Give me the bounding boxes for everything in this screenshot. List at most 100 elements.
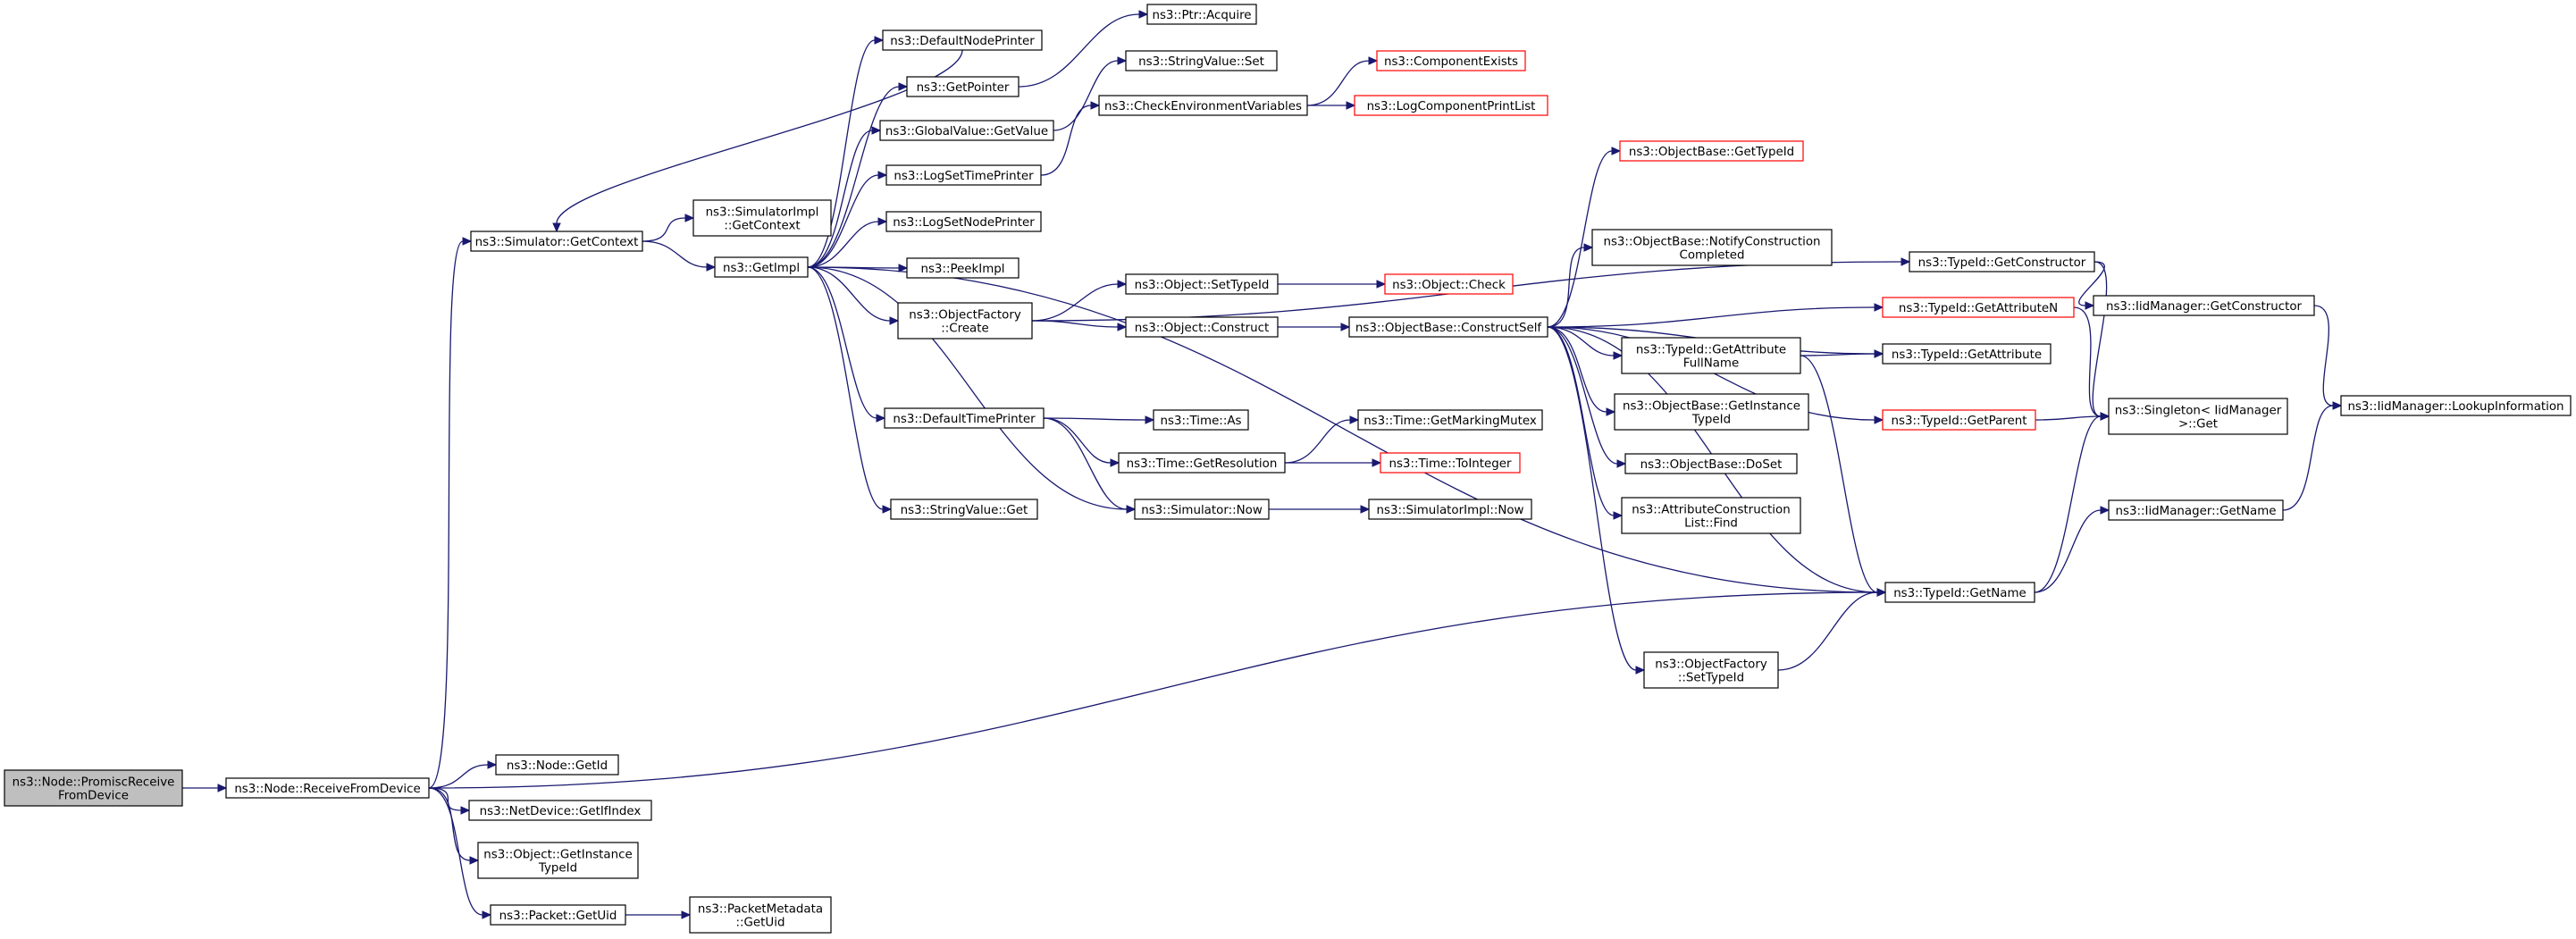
graph-node-box — [885, 164, 1042, 186]
edge-line — [2313, 305, 2334, 407]
edge-line — [428, 787, 462, 811]
graph-node-iidctor[interactable]: ns3::IidManager::GetConstructor — [2093, 295, 2315, 316]
graph-edge-tidparent-to-singleton — [2035, 412, 2110, 421]
graph-node-singleton[interactable]: ns3::Singleton< IidManager>::Get — [2108, 398, 2288, 435]
graph-node-ptracq[interactable]: ns3::Ptr::Acquire — [1146, 4, 1257, 25]
edge-line — [2092, 261, 2108, 417]
graph-node-svset[interactable]: ns3::StringValue::Set — [1125, 50, 1278, 71]
graph-node-ofcreate[interactable]: ns3::ObjectFactory::Create — [897, 302, 1033, 340]
graph-node-label: ns3::GetPointer — [917, 81, 1010, 95]
graph-node-checkenv[interactable]: ns3::CheckEnvironmentVariables — [1098, 95, 1308, 116]
graph-node-obgettype[interactable]: ns3::ObjectBase::GetTypeId — [1619, 140, 1804, 162]
graph-node-box — [1098, 95, 1308, 116]
edge-line — [1547, 326, 1637, 671]
graph-node-getimpl[interactable]: ns3::GetImpl — [714, 256, 809, 278]
graph-node-logcomp[interactable]: ns3::LogComponentPrintList — [1354, 95, 1548, 116]
graph-node-simctx[interactable]: ns3::Simulator::GetContext — [470, 231, 643, 252]
graph-node-nodegetid[interactable]: ns3::Node::GetId — [495, 754, 619, 776]
edge-line — [2034, 415, 2102, 593]
graph-node-tidattr[interactable]: ns3::TypeId::GetAttribute — [1882, 343, 2052, 365]
graph-node-recv[interactable]: ns3::Node::ReceiveFromDevice — [225, 777, 430, 799]
graph-node-lognode[interactable]: ns3::LogSetNodePrinter — [885, 211, 1042, 232]
graph-edge-iidname-to-lookup — [2282, 401, 2343, 511]
graph-node-compexists[interactable]: ns3::ComponentExists — [1376, 50, 1526, 71]
graph-node-label: ns3::IidManager::GetName — [2115, 505, 2276, 518]
graph-node-label: ns3::Packet::GetUid — [499, 910, 617, 923]
graph-node-label: ns3::PeekImpl — [920, 263, 1004, 276]
edge-line — [428, 787, 471, 861]
graph-node-obnotify[interactable]: ns3::ObjectBase::NotifyConstructionCompl… — [1591, 229, 1833, 266]
edge-line — [1306, 60, 1370, 106]
graph-node-lookup[interactable]: ns3::IidManager::LookupInformation — [2340, 395, 2572, 416]
graph-node-gvget[interactable]: ns3::GlobalValue::GetValue — [879, 120, 1054, 141]
graph-node-tidname[interactable]: ns3::TypeId::GetName — [1884, 582, 2035, 603]
graph-node-box — [1591, 229, 1833, 266]
graph-node-getptr[interactable]: ns3::GetPointer — [906, 76, 1019, 97]
graph-node-label: ns3::Node::GetId — [507, 759, 608, 773]
graph-node-objcheck[interactable]: ns3::Object::Check — [1384, 273, 1514, 295]
edge-arrowhead — [1346, 101, 1356, 110]
edge-line — [556, 49, 963, 224]
graph-node-deftime[interactable]: ns3::DefaultTimePrinter — [884, 407, 1045, 429]
graph-node-box — [882, 29, 1043, 51]
edge-arrowhead — [462, 237, 473, 246]
graph-node-box — [468, 800, 652, 821]
graph-node-timeres[interactable]: ns3::Time::GetResolution — [1118, 452, 1286, 474]
graph-node-ofsettype[interactable]: ns3::ObjectFactory::SetTypeId — [1643, 651, 1779, 689]
graph-node-tidattrn[interactable]: ns3::TypeId::GetAttributeN — [1882, 297, 2075, 318]
graph-node-ndgetif[interactable]: ns3::NetDevice::GetIfIndex — [468, 800, 652, 821]
graph-node-box — [490, 904, 626, 926]
graph-node-timeas[interactable]: ns3::Time::As — [1153, 409, 1249, 431]
graph-node-box — [1380, 452, 1521, 474]
edge-arrowhead — [487, 760, 498, 769]
graph-node-tidctor[interactable]: ns3::TypeId::GetConstructor — [1909, 251, 2095, 272]
edge-arrowhead — [877, 217, 888, 226]
graph-node-peek[interactable]: ns3::PeekImpl — [906, 257, 1019, 279]
graph-node-iidname[interactable]: ns3::IidManager::GetName — [2108, 499, 2284, 521]
graph-node-objsettype[interactable]: ns3::Object::SetTypeId — [1125, 273, 1279, 295]
graph-node-box — [1134, 499, 1270, 520]
graph-node-objconstruct[interactable]: ns3::Object::Construct — [1125, 316, 1279, 338]
graph-node-box — [884, 407, 1045, 429]
edge-line — [807, 266, 877, 419]
edge-arrowhead — [1372, 458, 1382, 467]
graph-node-obdoset[interactable]: ns3::ObjectBase::DoSet — [1624, 453, 1798, 474]
graph-edge-logtime-to-checkenv — [1040, 101, 1101, 176]
graph-node-label: ns3::Object::Check — [1392, 279, 1506, 292]
graph-node-simnow[interactable]: ns3::Simulator::Now — [1134, 499, 1270, 520]
edge-line — [642, 217, 686, 242]
graph-node-pmuid[interactable]: ns3::PacketMetadata::GetUid — [689, 896, 832, 934]
graph-node-defnode[interactable]: ns3::DefaultNodePrinter — [882, 29, 1043, 51]
graph-edge-deftime-to-timeas — [1043, 415, 1155, 424]
graph-node-obconstructself[interactable]: ns3::ObjectBase::ConstructSelf — [1348, 316, 1548, 338]
graph-node-tidparent[interactable]: ns3::TypeId::GetParent — [1882, 409, 2036, 431]
graph-node-label: TypeId — [1691, 414, 1731, 427]
graph-edge-obconstructself-to-acfind — [1547, 326, 1624, 520]
edge-line — [807, 221, 879, 268]
graph-node-simimplctx[interactable]: ns3::SimulatorImpl::GetContext — [692, 199, 832, 237]
edge-line — [428, 787, 483, 916]
edge-arrowhead — [1117, 323, 1128, 331]
graph-node-label: ns3::Time::GetMarkingMutex — [1364, 415, 1537, 428]
graph-node-svget[interactable]: ns3::StringValue::Get — [890, 499, 1038, 520]
graph-node-toint[interactable]: ns3::Time::ToInteger — [1380, 452, 1521, 474]
edge-line — [807, 266, 1878, 593]
graph-edge-tidattrn-to-singleton — [2073, 306, 2110, 421]
graph-node-pktuid[interactable]: ns3::Packet::GetUid — [490, 904, 626, 926]
edge-line — [2034, 509, 2102, 593]
graph-edge-defnode-to-simctx — [552, 49, 963, 233]
graph-node-box — [477, 842, 639, 879]
edge-arrowhead — [871, 126, 882, 135]
graph-node-mutex[interactable]: ns3::Time::GetMarkingMutex — [1357, 409, 1543, 431]
graph-node-simimplnow[interactable]: ns3::SimulatorImpl::Now — [1368, 499, 1532, 520]
graph-node-label: ns3::TypeId::GetAttribute — [1892, 348, 2042, 362]
edge-arrowhead — [1145, 415, 1155, 424]
edge-line — [2282, 405, 2334, 511]
graph-node-logtime[interactable]: ns3::LogSetTimePrinter — [885, 164, 1042, 186]
graph-edge-obconstructself-to-obdoset — [1547, 326, 1627, 468]
